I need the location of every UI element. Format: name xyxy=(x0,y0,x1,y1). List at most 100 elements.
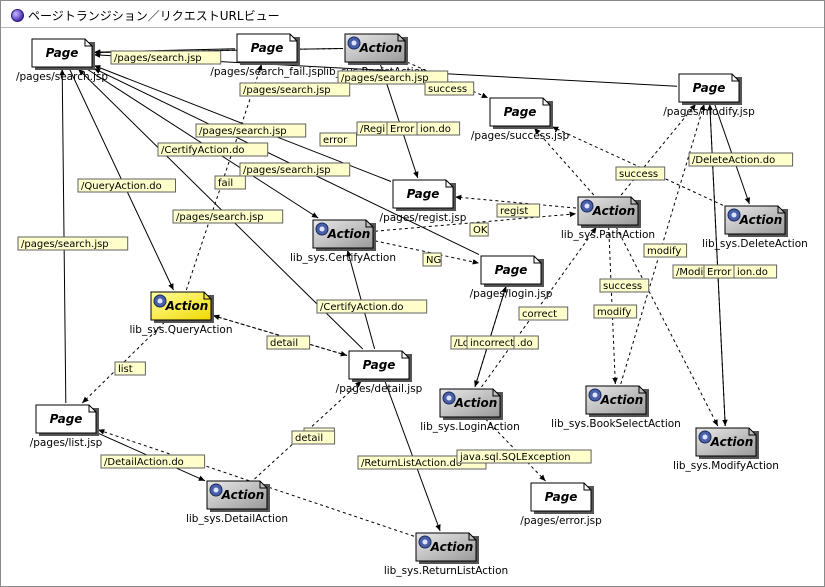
transition-label: /DetailAction.do xyxy=(100,454,206,469)
transition-label: correct xyxy=(518,306,569,321)
node-caption: lib_sys.DeleteAction xyxy=(702,238,808,250)
node-search_fail[interactable]: Page/pages/search_fail.jsp xyxy=(210,33,324,78)
node-type-label: Page xyxy=(545,490,578,504)
node-success_page[interactable]: Page/pages/success.jsp xyxy=(471,97,570,142)
svg-text:ion.do: ion.do xyxy=(420,124,451,135)
transition-label: OK xyxy=(469,222,489,237)
edge-delete_action-to-success_page[interactable] xyxy=(551,126,724,206)
svg-text:detail: detail xyxy=(270,338,298,349)
transition-label: modify xyxy=(593,304,638,319)
transition-label: success xyxy=(424,81,475,96)
svg-text:java.sql.SQLException: java.sql.SQLException xyxy=(459,452,571,463)
edge-login_page-to-search[interactable] xyxy=(93,68,480,255)
node-type-label: Action xyxy=(221,488,265,502)
svg-text:OK: OK xyxy=(473,225,488,236)
edge-query_action-to-list_page[interactable] xyxy=(81,321,166,404)
svg-text:error: error xyxy=(323,135,348,146)
svg-text:/pages/search.jsp: /pages/search.jsp xyxy=(199,126,287,137)
gear-icon xyxy=(580,199,594,213)
edge-query_action-to-detail_page[interactable] xyxy=(212,315,348,357)
node-caption: /pages/search_fail.jsp xyxy=(210,66,324,78)
svg-text:.do: .do xyxy=(517,338,533,349)
transition-label: /CertifyAction.do xyxy=(157,142,269,157)
node-login_page[interactable]: Page/pages/login.jsp xyxy=(470,255,553,300)
edge-detail_page-to-search[interactable] xyxy=(77,68,364,350)
node-caption: /pages/modify.jsp xyxy=(663,106,755,118)
svg-text:fail: fail xyxy=(218,178,233,189)
node-type-label: Page xyxy=(495,263,528,277)
svg-text:/pages/search.jsp: /pages/search.jsp xyxy=(21,239,109,250)
edge-path_action-to-modify_action[interactable] xyxy=(615,226,719,427)
svg-text:/pages/search.jsp: /pages/search.jsp xyxy=(114,53,202,64)
transition-label: /DeleteAction.do xyxy=(688,152,794,167)
node-type-label: Action xyxy=(454,396,498,410)
edge-certify_action-to-path_action[interactable] xyxy=(374,211,577,232)
transition-label: modify xyxy=(643,243,688,258)
edge-list_page-to-search[interactable] xyxy=(59,68,67,404)
edge-returnlist_action-to-list_page[interactable] xyxy=(97,429,415,537)
transition-label: NG xyxy=(422,252,442,267)
node-caption: lib_sys.CertifyAction xyxy=(290,252,396,264)
gear-icon xyxy=(209,483,223,497)
transition-label: /pages/search.jsp xyxy=(239,82,351,97)
transition-label: /pages/search.jsp xyxy=(110,50,222,65)
edge-detail_page-to-query_action[interactable] xyxy=(212,314,348,356)
node-modify_page[interactable]: Page/pages/modify.jsp xyxy=(663,73,755,118)
node-path_action[interactable]: Action lib_sys.PathAction xyxy=(561,196,655,241)
view-titlebar: ページトランジション／リクエストURLビュー xyxy=(1,1,824,28)
svg-text:/pages/search.jsp: /pages/search.jsp xyxy=(341,73,429,84)
node-caption: lib_sys.BookSelectAction xyxy=(551,418,681,430)
svg-text:/DetailAction.do: /DetailAction.do xyxy=(104,457,184,468)
transition-label: success xyxy=(599,278,650,293)
transition-label: /pages/search.jsp xyxy=(195,123,307,138)
node-caption: lib_sys.PathAction xyxy=(561,229,655,241)
node-list_page[interactable]: Page/pages/list.jsp xyxy=(30,404,103,449)
node-caption: /pages/detail.jsp xyxy=(336,383,423,395)
transition-label: /pages/search.jsp xyxy=(172,209,284,224)
transition-label: ion.do xyxy=(416,121,461,136)
view-icon xyxy=(11,9,24,22)
node-caption: /pages/list.jsp xyxy=(30,437,103,449)
edge-path_action-to-regist_page[interactable] xyxy=(454,194,577,209)
transition-label: /pages/search.jsp xyxy=(337,70,449,85)
node-type-label: Page xyxy=(693,81,726,95)
transition-label: /pages/search.jsp xyxy=(17,236,129,251)
node-error_page[interactable]: Page/pages/error.jsp xyxy=(520,482,602,527)
svg-text:/pages/search.jsp: /pages/search.jsp xyxy=(243,85,331,96)
node-detail_action[interactable]: Action lib_sys.DetailAction xyxy=(186,480,288,525)
transition-label: detail xyxy=(291,430,336,445)
svg-text:list: list xyxy=(118,364,133,375)
node-caption: lib_sys.DetailAction xyxy=(186,513,288,525)
node-detail_page[interactable]: Page/pages/detail.jsp xyxy=(336,350,423,395)
svg-text:/CertifyAction.do: /CertifyAction.do xyxy=(161,145,245,156)
node-type-label: Page xyxy=(363,358,396,372)
node-type-label: Action xyxy=(359,41,403,55)
node-regist_page[interactable]: Page/pages/regist.jsp xyxy=(380,179,467,224)
edge-query_action-to-search_fail[interactable] xyxy=(185,63,263,291)
node-type-label: Action xyxy=(592,204,636,218)
transition-label: detail xyxy=(266,335,311,350)
node-caption: lib_sys.ModifyAction xyxy=(673,460,779,472)
nodes-layer: Page/pages/search.jspPage/pages/search_f… xyxy=(16,33,808,577)
node-caption: lib_sys.QueryAction xyxy=(129,324,232,336)
transition-label: /CertifyAction.do xyxy=(316,299,428,314)
node-caption: /pages/success.jsp xyxy=(471,130,570,142)
svg-text:modify: modify xyxy=(647,246,681,257)
svg-text:/Modi: /Modi xyxy=(676,267,703,278)
edge-path_action-to-success_page[interactable] xyxy=(533,127,595,196)
transition-label: ion.do xyxy=(733,264,778,279)
svg-text:ion.do: ion.do xyxy=(737,267,768,278)
transition-label: success xyxy=(615,166,666,181)
gear-icon xyxy=(347,36,361,50)
node-search[interactable]: Page/pages/search.jsp xyxy=(16,38,108,83)
transition-label: list xyxy=(114,361,146,376)
